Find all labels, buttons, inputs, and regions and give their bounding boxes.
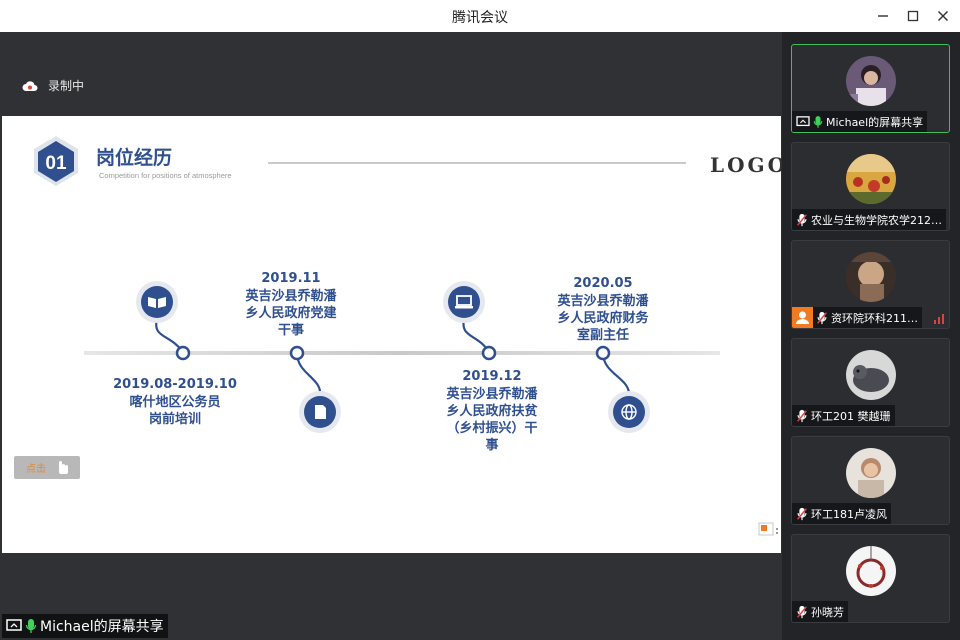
presentation-slide: 01 岗位经历 Competition for positions of atm… (2, 116, 781, 553)
slide-logo: LOGO (710, 153, 781, 177)
event-4-line-3: 室副主任 (577, 327, 629, 343)
timeline-event-2 (289, 345, 341, 433)
participant-tile[interactable]: Michael的屏幕共享 (791, 44, 950, 133)
event-2-line-2: 乡人民政府党建 (245, 305, 336, 321)
participant-name: 环工181卢凌风 (811, 507, 887, 521)
event-3-line-3: （乡村振兴）干 (446, 420, 537, 436)
laptop-icon (455, 295, 473, 309)
shared-screen-area[interactable]: 录制中 01 岗位经历 Competitio (0, 32, 782, 640)
participant-name-bar: 环工181卢凌风 (792, 503, 891, 524)
participant-name-bar: 环工201 樊越珊 (792, 405, 895, 426)
muted-microphone-icon (797, 213, 807, 226)
event-4-line-2: 乡人民政府财务 (557, 310, 649, 326)
book-icon (148, 297, 166, 308)
muted-microphone-icon (797, 605, 807, 618)
participant-name: 农业与生物学院农学212… (811, 213, 942, 227)
muted-microphone-icon (797, 409, 807, 422)
event-2-line-3: 干事 (278, 322, 304, 338)
avatar (846, 448, 896, 498)
section-number-badge: 01 (34, 136, 78, 186)
participant-name: 环工201 樊越珊 (811, 409, 891, 423)
slide-canvas: 01 岗位经历 Competition for positions of atm… (14, 136, 781, 536)
signal-strength-icon (934, 314, 944, 324)
slide-tool-icon[interactable] (758, 522, 778, 536)
event-1-date: 2019.08-2019.10 (113, 377, 237, 392)
globe-icon (621, 404, 637, 420)
timeline-event-1 (136, 281, 191, 361)
screen-share-icon (796, 115, 810, 126)
event-3-line-2: 乡人民政府扶贫 (446, 403, 538, 419)
participant-name: Michael的屏幕共享 (826, 115, 924, 129)
event-3-line-1: 英吉沙县乔勒潘 (445, 386, 538, 402)
participant-name: 资环院环科211… (831, 311, 918, 325)
window-title: 腾讯会议 (452, 10, 508, 26)
click-button-label: 点击 (26, 463, 46, 475)
participant-name-bar: 孙晓芳 (792, 601, 848, 622)
avatar (846, 252, 896, 302)
screen-share-name: Michael的屏幕共享 (40, 619, 164, 635)
screen-share-icon (6, 619, 22, 631)
event-3-date: 2019.12 (462, 369, 521, 384)
timeline-axis (84, 351, 720, 355)
participant-tile[interactable]: 资环院环科211… (791, 240, 950, 329)
close-button[interactable] (928, 4, 958, 28)
event-1-line-2: 岗前培训 (149, 411, 201, 427)
muted-microphone-icon (797, 507, 807, 520)
participant-name-bar: Michael的屏幕共享 (792, 111, 928, 132)
avatar (846, 546, 896, 596)
event-1-line-1: 喀什地区公务员 (129, 394, 220, 410)
hand-pointer-icon (59, 461, 68, 474)
participant-name-bar: 农业与生物学院农学212… (792, 209, 946, 230)
avatar (846, 350, 896, 400)
title-bar: 腾讯会议 (0, 0, 960, 32)
recording-label: 录制中 (48, 79, 85, 93)
muted-microphone-icon (817, 311, 827, 324)
slide-subtitle: Competition for positions of atmosphere (99, 171, 232, 180)
participant-tile[interactable]: 环工201 樊越珊 (791, 338, 950, 427)
minimize-icon (878, 15, 888, 17)
event-4-line-1: 英吉沙县乔勒潘 (556, 293, 649, 309)
microphone-icon (25, 619, 37, 633)
document-icon (315, 405, 326, 419)
click-button[interactable]: 点击 (14, 456, 80, 479)
participant-tile[interactable]: 农业与生物学院农学212… (791, 142, 950, 231)
timeline-event-3 (443, 281, 497, 361)
microphone-icon (813, 115, 823, 128)
maximize-button[interactable] (898, 4, 928, 28)
event-3-line-4: 事 (485, 437, 498, 453)
event-4-date: 2020.05 (573, 276, 632, 291)
screen-share-label: Michael的屏幕共享 (2, 614, 168, 638)
section-number: 01 (45, 153, 67, 174)
participants-panel: Michael的屏幕共享 (782, 32, 960, 640)
participant-name-bar: 资环院环科211… (792, 307, 922, 328)
event-2-line-1: 英吉沙县乔勒潘 (244, 288, 337, 304)
event-2-date: 2019.11 (261, 271, 320, 286)
minimize-button[interactable] (868, 4, 898, 28)
recording-indicator: 录制中 (22, 77, 84, 94)
participant-name: 孙晓芳 (811, 605, 844, 619)
slide-title: 岗位经历 (96, 146, 172, 169)
timeline-event-4 (595, 345, 650, 433)
participant-tile[interactable]: 孙晓芳 (791, 534, 950, 623)
participant-tile[interactable]: 环工181卢凌风 (791, 436, 950, 525)
avatar (846, 154, 896, 204)
cloud-recording-icon (22, 80, 38, 91)
close-icon (938, 11, 948, 21)
user-avatar-icon (792, 307, 813, 328)
avatar (846, 56, 896, 106)
maximize-icon (907, 10, 919, 22)
